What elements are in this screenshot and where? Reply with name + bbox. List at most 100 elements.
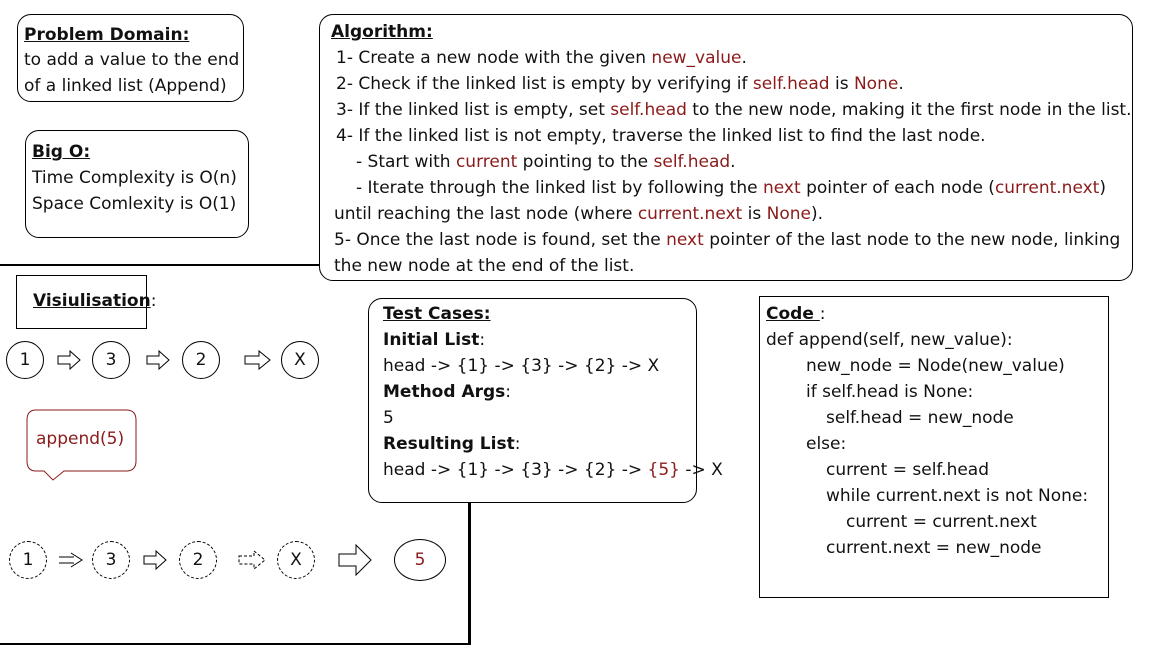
code-title: Code — [766, 304, 820, 324]
method-args-label-row: Method Args: — [383, 379, 682, 405]
double-arrow-right-icon — [59, 552, 83, 568]
new-list-node: 5 — [394, 539, 446, 581]
test-cases-box: Test Cases: Initial List: head -> {1} ->… — [368, 298, 723, 503]
algorithm-step-1-end: . — [741, 48, 747, 68]
section-divider-vertical — [468, 500, 471, 645]
test-cases-title: Test Cases: — [383, 304, 491, 324]
code-line: else: — [806, 434, 847, 454]
arrow-right-icon — [244, 350, 271, 370]
algorithm-step-4a-text: - Start with — [356, 152, 456, 172]
algorithm-step-4c-mid: is — [742, 204, 767, 224]
algorithm-step-4b-highlight-2: current.next — [994, 178, 1100, 198]
resulting-list-value: head -> {1} -> {3} -> {2} -> {5} -> X — [383, 457, 723, 483]
list-node: 3 — [92, 541, 130, 579]
problem-domain-line-2: of a linked list (Append) — [24, 76, 227, 96]
algorithm-step-4: 4- If the linked list is not empty, trav… — [336, 126, 986, 146]
algorithm-step-2-highlight-2: None — [853, 74, 899, 94]
method-args-label: Method Args — [383, 382, 506, 402]
big-o-box: Big O: Time Complexity is O(n) Space Com… — [25, 130, 249, 238]
method-args-value: 5 — [383, 408, 394, 428]
list-node: X — [277, 541, 315, 579]
algorithm-step-5: 5- Once the last node is found, set the … — [332, 227, 1122, 253]
algorithm-step-4b-text: - Iterate through the linked list by fol… — [356, 178, 763, 198]
list-node: 1 — [6, 341, 44, 379]
visualisation-title: Visiulisation — [33, 291, 151, 311]
algorithm-step-5-continued: the new node at the end of the list. — [334, 256, 635, 276]
algorithm-step-4b-highlight-1: next — [763, 178, 801, 198]
arrow-right-icon — [57, 350, 81, 370]
algorithm-step-3-highlight: self.head — [610, 100, 687, 120]
arrow-right-icon — [143, 550, 167, 570]
list-node: 1 — [9, 541, 47, 579]
algorithm-step-3: 3- If the linked list is empty, set self… — [332, 97, 1132, 123]
resulting-list-colon: : — [514, 434, 521, 454]
list-node: 3 — [92, 341, 130, 379]
algorithm-box: Algorithm: 1- Create a new node with the… — [319, 14, 1133, 281]
problem-domain-box: Problem Domain: to add a value to the en… — [17, 14, 244, 102]
resulting-list-suffix: -> X — [679, 460, 723, 480]
initial-list-label: Initial List — [383, 330, 480, 350]
code-line: self.head = new_node — [826, 408, 1014, 428]
algorithm-step-4a: - Start with current pointing to the sel… — [332, 149, 1122, 175]
algorithm-step-1: 1- Create a new node with the given new_… — [332, 45, 1122, 71]
code-title-row: Code : — [766, 301, 1102, 327]
code-line: if self.head is None: — [806, 382, 974, 402]
algorithm-step-2-highlight-1: self.head — [752, 74, 830, 94]
algorithm-step-5-highlight: next — [666, 230, 704, 250]
method-args-colon: : — [505, 382, 512, 402]
list-node: 2 — [179, 541, 217, 579]
algorithm-step-4a-mid: pointing to the — [517, 152, 654, 172]
algorithm-step-5-end: pointer of the last node to the new node… — [703, 230, 1121, 250]
callout-text: append(5) — [36, 429, 125, 449]
algorithm-step-4b: - Iterate through the linked list by fol… — [332, 175, 1122, 201]
algorithm-step-2-end: . — [898, 74, 904, 94]
arrow-right-icon — [338, 544, 372, 576]
arrow-right-icon — [238, 550, 266, 570]
algorithm-step-4b-mid: pointer of each node ( — [800, 178, 995, 198]
algorithm-step-2-text: 2- Check if the linked list is empty by … — [336, 74, 753, 94]
section-divider-top — [0, 264, 320, 266]
algorithm-step-4c-text: until reaching the last node (where — [334, 204, 638, 224]
algorithm-title: Algorithm: — [331, 22, 433, 42]
code-line: def append(self, new_value): — [766, 330, 1013, 350]
algorithm-step-2: 2- Check if the linked list is empty by … — [332, 71, 1122, 97]
initial-list-label-row: Initial List: — [383, 327, 682, 353]
resulting-list-highlight: {5} — [647, 460, 680, 480]
algorithm-step-2-mid: is — [829, 74, 854, 94]
visualisation-title-colon: : — [150, 291, 157, 311]
algorithm-step-4a-highlight-2: self.head — [653, 152, 731, 172]
code-line: current = self.head — [826, 460, 990, 480]
code-line: new_node = Node(new_value) — [806, 356, 1065, 376]
speech-bubble-icon — [26, 409, 137, 481]
algorithm-step-5-text: 5- Once the last node is found, set the — [334, 230, 667, 250]
algorithm-step-4c-end: ). — [810, 204, 824, 224]
code-title-colon: : — [819, 304, 826, 324]
algorithm-step-4b-end: ) — [1099, 178, 1106, 198]
initial-list-colon: : — [479, 330, 486, 350]
algorithm-step-4a-end: . — [730, 152, 736, 172]
algorithm-step-1-highlight: new_value — [651, 48, 742, 68]
big-o-time: Time Complexity is O(n) — [32, 168, 237, 188]
code-box: Code : def append(self, new_value): new_… — [759, 296, 1109, 598]
code-line: current = current.next — [846, 512, 1037, 532]
code-line: while current.next is not None: — [826, 486, 1089, 506]
visualisation-title-box: Visiulisation: — [16, 275, 156, 329]
algorithm-step-4c-highlight-2: None — [766, 204, 811, 224]
big-o-space: Space Comlexity is O(1) — [32, 194, 237, 214]
resulting-list-prefix: head -> {1} -> {3} -> {2} -> — [383, 460, 648, 480]
problem-domain-line-1: to add a value to the end — [24, 50, 240, 70]
list-node: X — [281, 341, 319, 379]
resulting-list-label-row: Resulting List: — [383, 431, 682, 457]
algorithm-step-3-text: 3- If the linked list is empty, set — [336, 100, 611, 120]
algorithm-step-4c: until reaching the last node (where curr… — [332, 201, 1122, 227]
problem-domain-title: Problem Domain: — [24, 25, 190, 45]
algorithm-step-3-end: to the new node, making it the first nod… — [686, 100, 1132, 120]
code-line: current.next = new_node — [826, 538, 1042, 558]
initial-list-value: head -> {1} -> {3} -> {2} -> X — [383, 356, 660, 376]
algorithm-step-4c-highlight-1: current.next — [637, 204, 743, 224]
big-o-title: Big O: — [32, 142, 91, 162]
resulting-list-label: Resulting List — [383, 434, 515, 454]
list-node: 2 — [182, 341, 220, 379]
algorithm-step-1-text: 1- Create a new node with the given — [336, 48, 652, 68]
algorithm-step-4a-highlight-1: current — [455, 152, 518, 172]
